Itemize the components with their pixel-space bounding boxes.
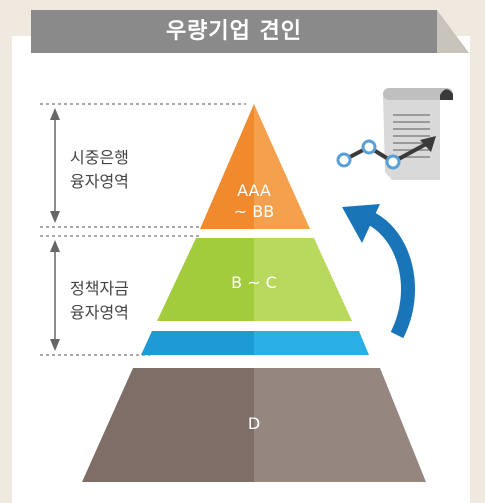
- tier-d: [82, 368, 426, 482]
- label-policy-fund-line2: 융자영역: [70, 303, 129, 322]
- title-banner: [31, 10, 437, 53]
- tier-blue: [141, 331, 369, 355]
- tier-b-c-label: B ~ C: [231, 273, 277, 292]
- upper-range-arrow: [50, 108, 60, 223]
- label-policy-fund: 정책자금 융자영역: [70, 277, 129, 325]
- upward-curved-arrow: [342, 204, 415, 339]
- label-commercial-bank-line2: 융자영역: [70, 172, 129, 191]
- title-banner-fold: [437, 10, 469, 53]
- tier-aaa-bb-label: AAA ~ BB: [214, 180, 294, 222]
- label-commercial-bank-line1: 시중은행: [70, 148, 129, 167]
- tier-d-label: D: [247, 414, 261, 433]
- lower-range-arrow: [50, 240, 60, 351]
- page-title: 우량기업 견인: [165, 19, 303, 44]
- tier-aaa-bb: [200, 104, 310, 229]
- trend-line-icon: [336, 136, 436, 170]
- label-commercial-bank: 시중은행 융자영역: [70, 146, 129, 194]
- tier-aaa-bb-line1: AAA: [237, 181, 271, 200]
- tier-b-c: [157, 238, 352, 321]
- label-policy-fund-line1: 정책자금: [70, 279, 129, 298]
- tier-aaa-bb-line2: ~ BB: [233, 202, 275, 221]
